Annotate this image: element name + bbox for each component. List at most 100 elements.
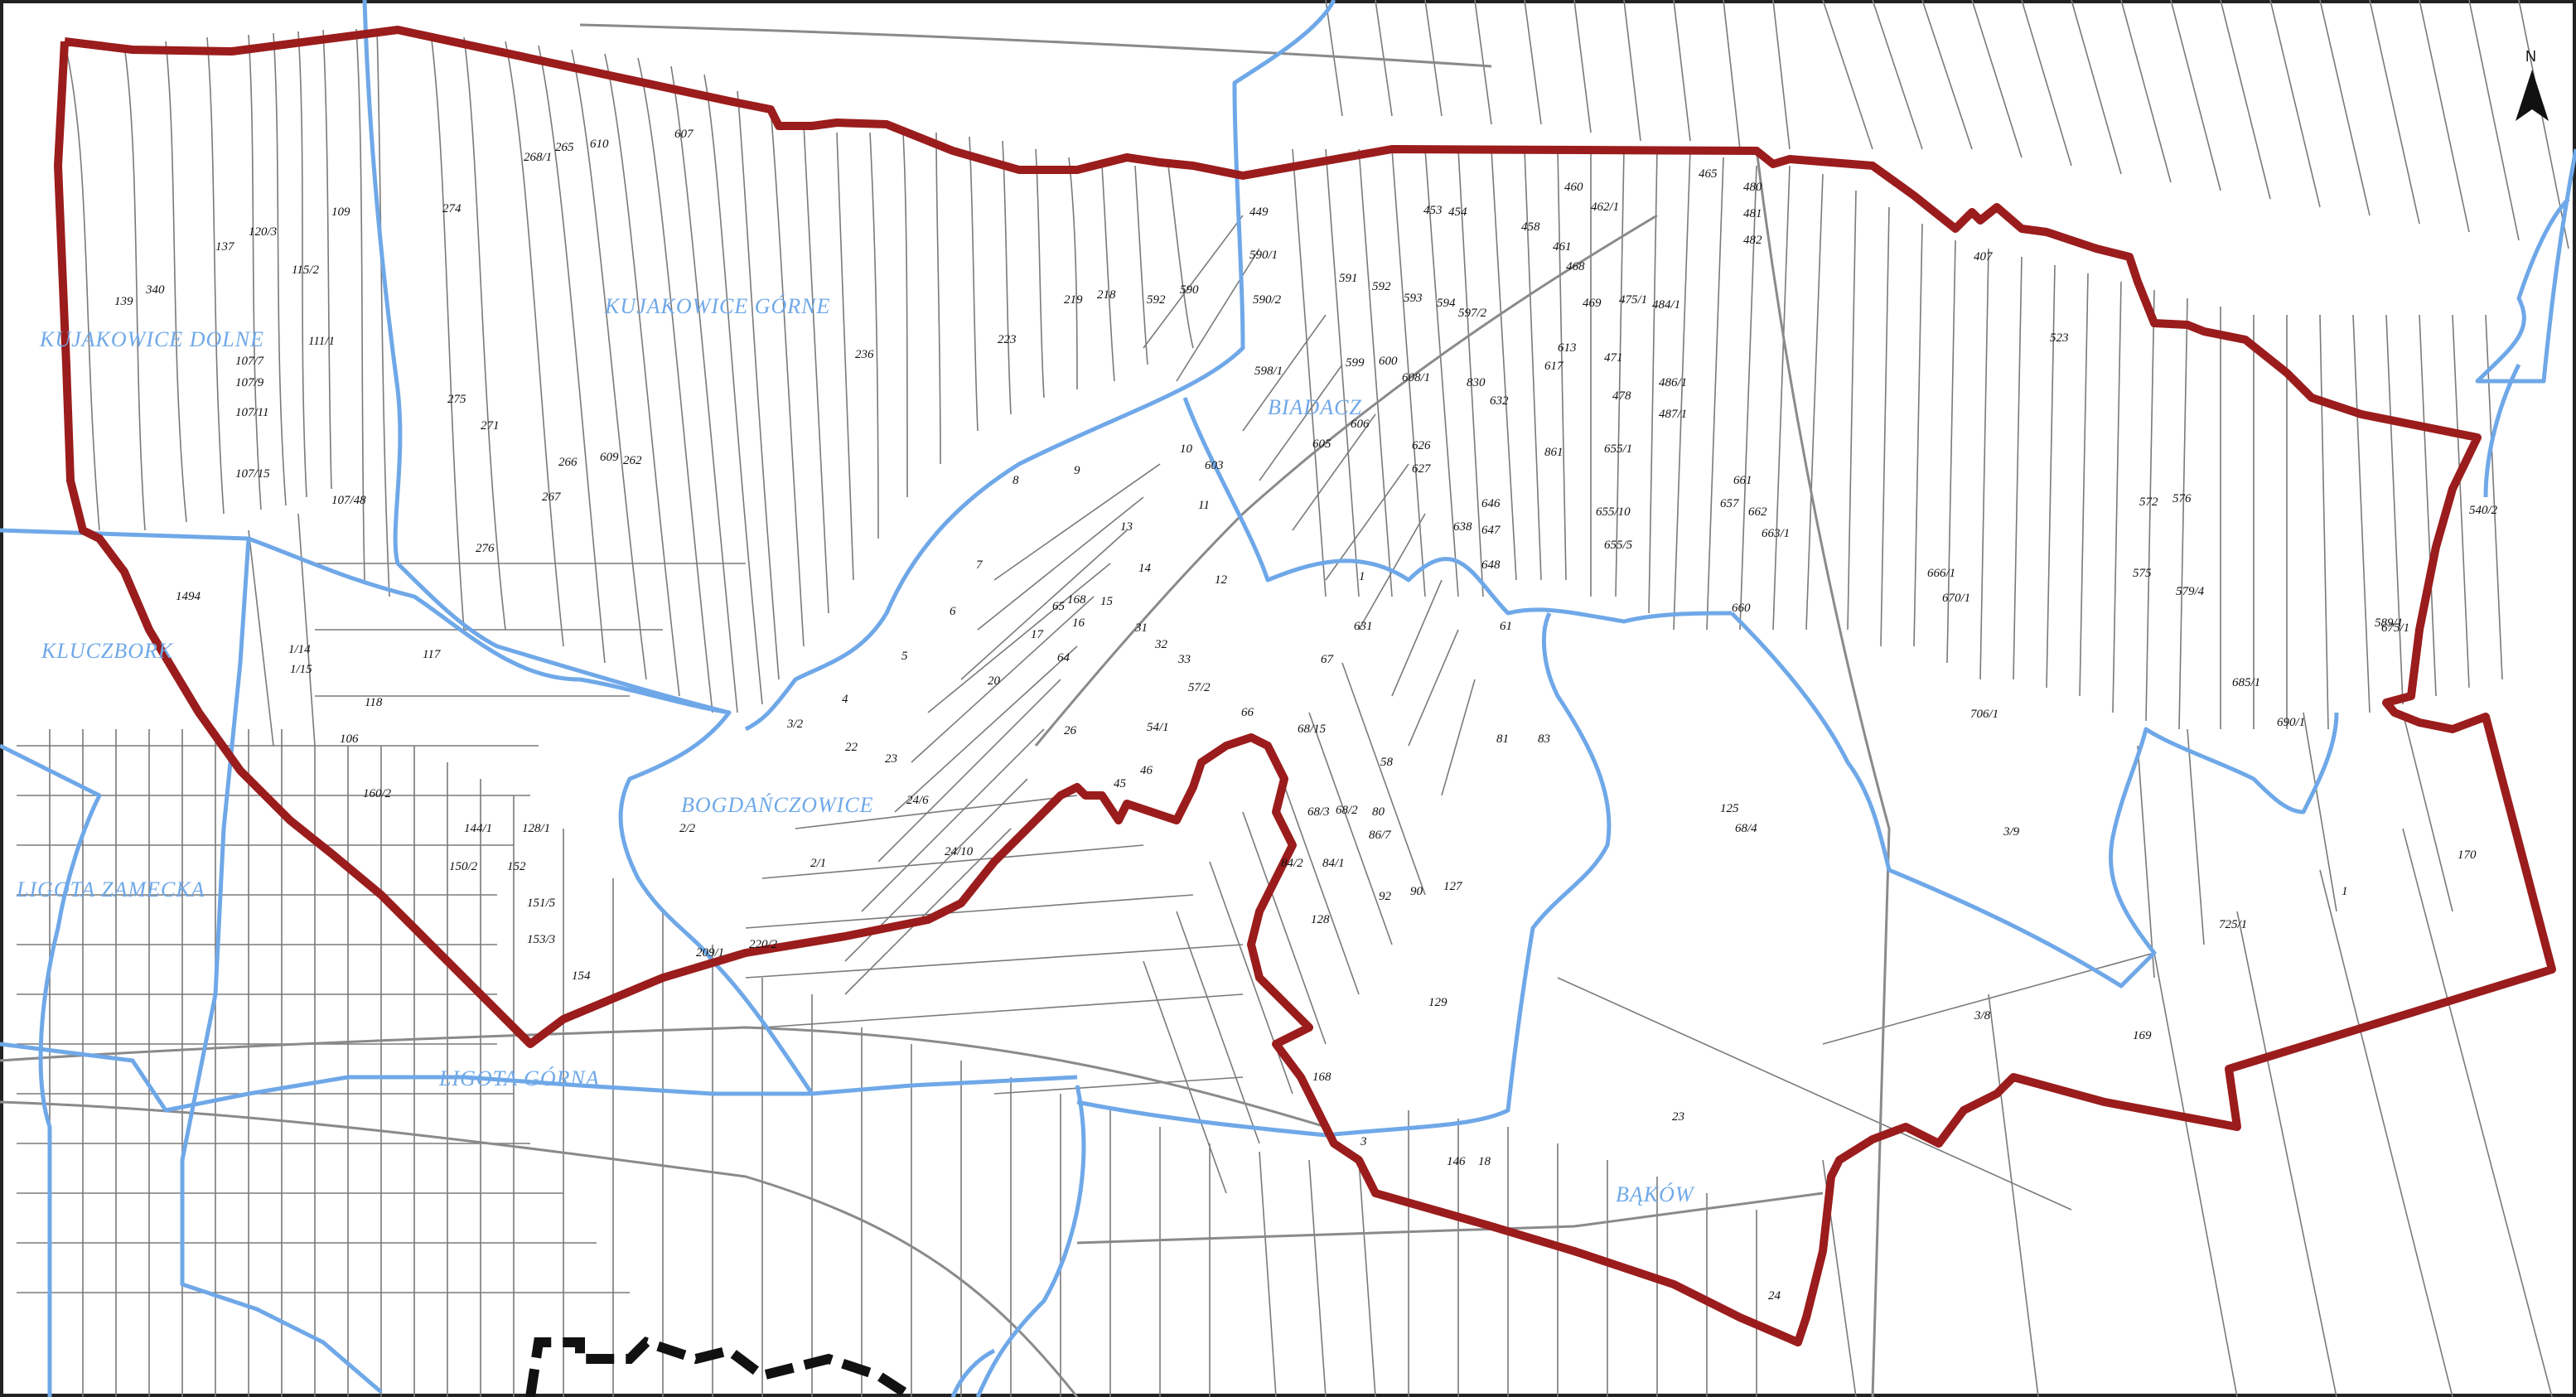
parcel-number: 475/1: [1619, 293, 1647, 307]
parcel-number: 107/48: [331, 494, 366, 507]
parcel-number: 1494: [176, 590, 201, 603]
parcel-number: 68/4: [1735, 822, 1757, 835]
parcel-number: 66: [1241, 706, 1254, 719]
parcel-number: 24/10: [945, 845, 974, 858]
parcel-number: 481: [1743, 207, 1762, 220]
parcel-number: 575: [2133, 567, 2152, 580]
locality-label-biadacz: BIADACZ: [1268, 395, 1362, 419]
parcel-number: 276: [476, 542, 495, 555]
parcel-number: 666/1: [1927, 567, 1955, 580]
parcel-number: 10: [1180, 442, 1193, 456]
locality-boundary: [1730, 611, 2339, 989]
parcel-number: 111/1: [308, 335, 335, 348]
parcel-number: 168: [1312, 1071, 1331, 1084]
parcel-number: 18: [1478, 1155, 1491, 1168]
parcel-number: 14: [1138, 562, 1152, 575]
parcel-number: 24/6: [906, 794, 929, 807]
parcel-number: 84/2: [1281, 857, 1303, 870]
parcel-number: 690/1: [2277, 716, 2305, 729]
parcel-number: 32: [1154, 638, 1168, 651]
parcel-number: 468: [1566, 260, 1585, 273]
parcel-number: 670/1: [1942, 592, 1970, 605]
parcel-number: 655/10: [1596, 505, 1631, 519]
parcel-number: 125: [1720, 802, 1739, 815]
parcel-number: 607: [674, 128, 694, 141]
parcel-number: 461: [1553, 240, 1572, 254]
parcel-number: 646: [1481, 497, 1501, 510]
parcel-number: 486/1: [1659, 376, 1687, 389]
roads: [0, 23, 1891, 1397]
parcel-number: 465: [1699, 167, 1718, 181]
parcel-number: 617: [1544, 360, 1564, 373]
parcel-number: 58: [1380, 756, 1394, 769]
municipal-boundary: [525, 1337, 915, 1397]
parcel-number: 591: [1339, 272, 1358, 285]
parcel-number: 31: [1134, 621, 1148, 635]
north-arrow: N: [2516, 48, 2549, 121]
parcel-number: 589/1: [2375, 616, 2403, 630]
parcel-number: 92: [1379, 890, 1392, 903]
parcel-number: 460: [1564, 181, 1583, 194]
parcel-number: 61: [1500, 620, 1512, 633]
parcel-number: 236: [855, 348, 874, 361]
parcel-number: 647: [1481, 524, 1501, 537]
parcel-number: 118: [365, 696, 383, 709]
parcel-number: 129: [1428, 996, 1447, 1009]
locality-label-kujakowice-gorne: KUJAKOWICE GÓRNE: [604, 294, 830, 318]
parcel-labels: 109137120/3115/2139340111/1107/7107/9107…: [0, 0, 2498, 1303]
parcel-number: 117: [423, 648, 442, 661]
parcel-number: 8: [1013, 474, 1019, 487]
parcel-number: 144/1: [464, 822, 492, 835]
parcel-number: 1/15: [290, 663, 312, 676]
parcel-number: 1/11: [0, 0, 22, 3]
parcel-number: 576: [2172, 492, 2192, 505]
parcel-number: 830: [1467, 376, 1486, 389]
parcel-number: 107/7: [235, 355, 265, 368]
parcel-number: 80: [1372, 805, 1385, 819]
parcel-number: 599: [1346, 356, 1365, 370]
locality-boundary: [744, 0, 1336, 732]
parcel-number: 271: [481, 419, 500, 433]
parcel-number: 1/14: [288, 643, 311, 656]
parcel-number: 274: [442, 202, 462, 215]
parcel-number: 7: [976, 558, 984, 572]
parcel-number: 154: [572, 969, 591, 983]
parcel-number: 115/2: [292, 263, 320, 277]
parcel-number: 6: [950, 605, 956, 618]
parcel-number: 608/1: [1402, 371, 1430, 384]
parcel-number: 268/1: [524, 151, 552, 164]
parcel-number: 15: [1100, 595, 1114, 608]
parcel-number: 1/27: [0, 0, 23, 3]
parcel-number: 220/2: [749, 938, 778, 951]
parcel-number: 597/2: [1458, 307, 1487, 320]
parcel-number: 9: [1074, 464, 1080, 477]
parcel-number: 655/1: [1604, 442, 1632, 456]
parcel-number: 469: [1583, 297, 1602, 310]
parcel-number: 657: [1720, 497, 1740, 510]
parcel-number: 128: [1311, 913, 1330, 926]
parcel-number: 68/2: [1336, 804, 1358, 817]
parcel-number: 20: [988, 674, 1001, 688]
parcel-number: 2/2: [679, 822, 696, 835]
parcel-number: 17: [1031, 628, 1045, 641]
parcel-number: 480: [1743, 181, 1762, 194]
parcel-number: 626: [1412, 439, 1431, 452]
parcel-number: 160/2: [363, 787, 392, 800]
parcel-number: 4: [842, 693, 848, 706]
parcel-number: 603: [1205, 459, 1224, 472]
parcel-number: 590/1: [1249, 249, 1278, 262]
parcel-number: 11: [1198, 499, 1210, 512]
locality-boundary: [950, 1348, 996, 1397]
parcel-number: 598/1: [1254, 365, 1283, 378]
parcel-number: 24: [1768, 1289, 1781, 1303]
parcel-number: 137: [215, 240, 235, 254]
parcel-number: 153/3: [527, 933, 555, 946]
parcel-number: 86/7: [1369, 829, 1392, 842]
parcel-number: 12: [1215, 573, 1228, 587]
parcel-number: 223: [998, 333, 1017, 346]
locality-boundary: [248, 536, 814, 1095]
parcel-number: 275: [447, 393, 466, 406]
parcel-number: 84/1: [1322, 857, 1345, 870]
